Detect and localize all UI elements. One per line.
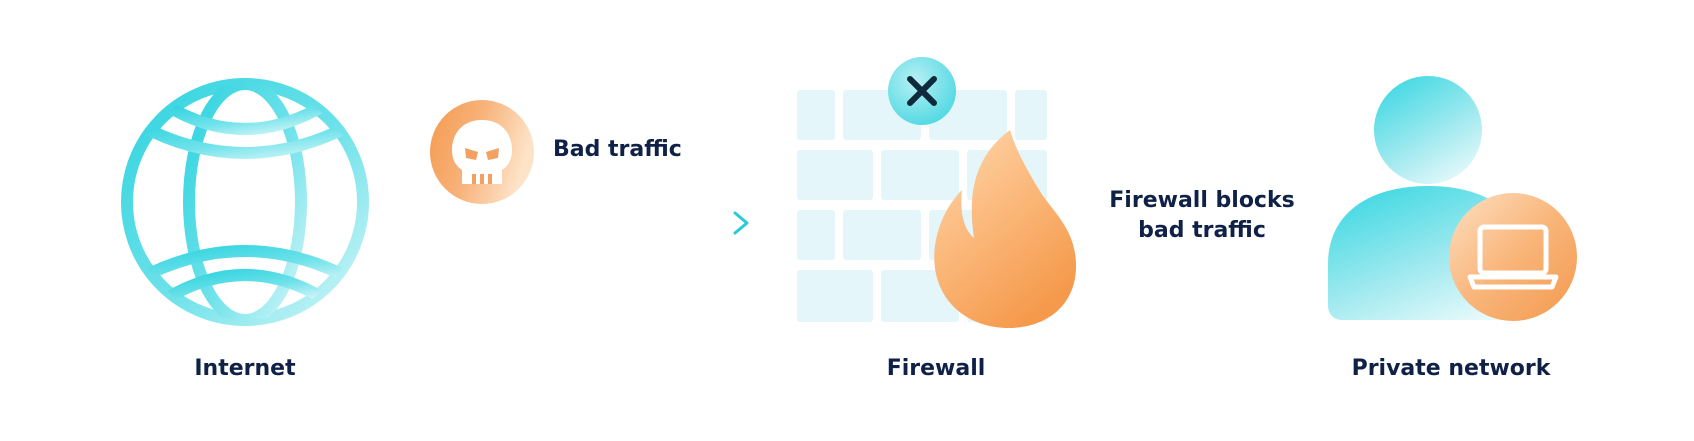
globe-icon <box>121 78 369 326</box>
internet-label: Internet <box>194 356 296 381</box>
skull-icon <box>430 100 534 204</box>
traffic-arrow <box>405 211 749 235</box>
block-note-line-2: bad traffic <box>1138 218 1266 243</box>
firewall-label: Firewall <box>886 356 986 381</box>
laptop-icon <box>1449 193 1577 321</box>
flame-icon <box>934 130 1076 328</box>
block-note-line-1: Firewall blocks <box>1109 188 1295 213</box>
bad-traffic-label: Bad traffic <box>553 137 682 162</box>
private-network-label: Private network <box>1351 356 1551 381</box>
close-icon <box>888 57 956 125</box>
block-note: Firewall blocks bad traffic <box>1090 186 1314 246</box>
